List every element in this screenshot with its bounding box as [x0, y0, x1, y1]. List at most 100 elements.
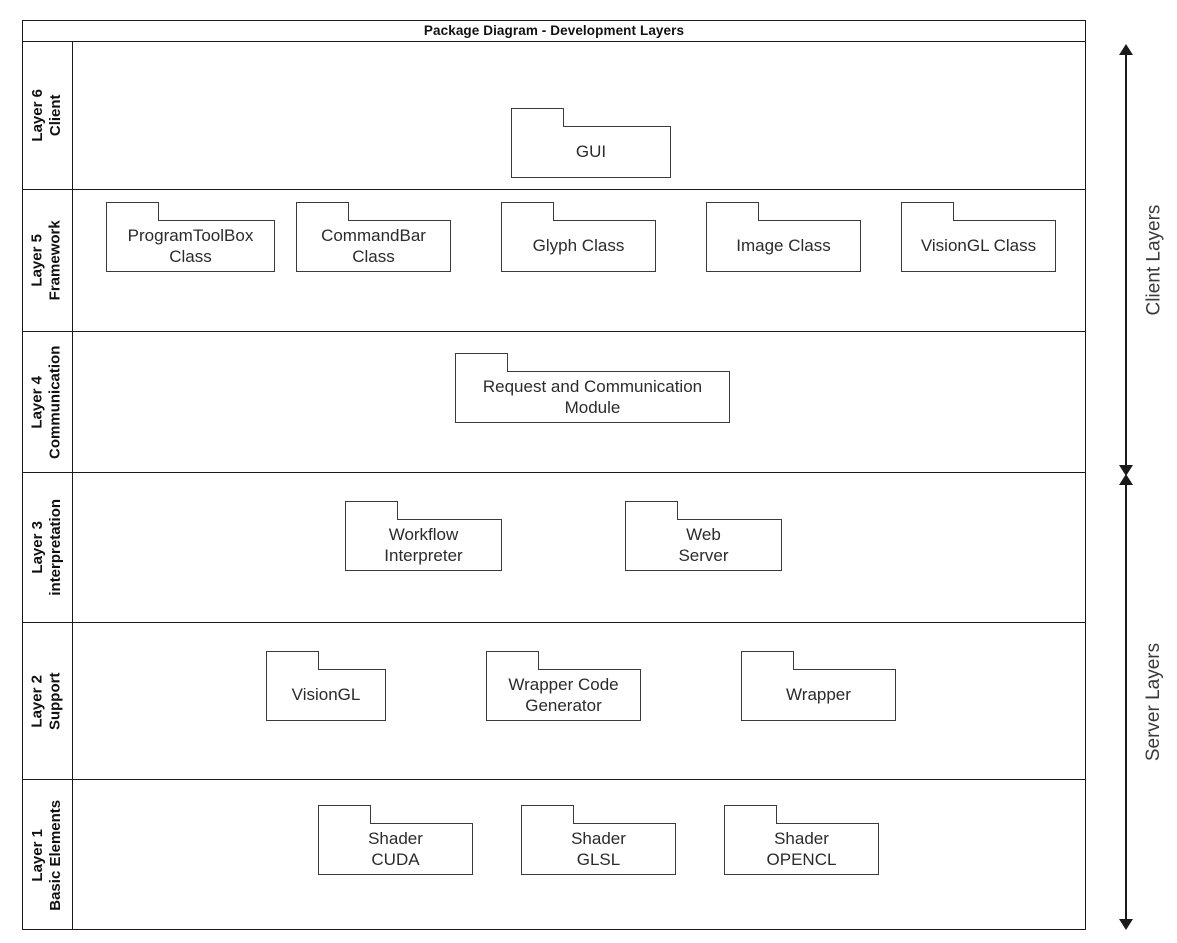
- package-label: VisionGL: [291, 685, 361, 705]
- package-body: VisionGL: [266, 669, 386, 721]
- page-title: Package Diagram - Development Layers: [423, 23, 685, 38]
- arrow-head-up-icon: [1119, 44, 1133, 55]
- layer-content-layer-2: VisionGL Wrapper Code Generator Wrapper: [73, 623, 1086, 779]
- package-box[interactable]: Wrapper Code Generator: [486, 651, 641, 721]
- package-tab-icon: [318, 805, 371, 824]
- package-label: Shader GLSL: [571, 828, 626, 869]
- package-label: Glyph Class: [532, 236, 625, 256]
- diagram-title-bar: Package Diagram - Development Layers: [22, 20, 1086, 42]
- package-body: Glyph Class: [501, 220, 656, 272]
- package-tab-icon: [106, 202, 159, 221]
- package-tab-icon: [521, 805, 574, 824]
- package-label: Request and Communication Module: [482, 376, 703, 417]
- layer-name: Communication: [47, 345, 64, 459]
- arrow-head-down-icon: [1119, 465, 1133, 476]
- package-box[interactable]: Web Server: [625, 501, 782, 571]
- arrow-head-down-icon: [1119, 919, 1133, 930]
- layer-content-layer-1: Shader CUDA Shader GLSL Shader OPENCL: [73, 780, 1086, 930]
- package-body: Shader OPENCL: [724, 823, 879, 875]
- package-tab-icon: [724, 805, 777, 824]
- package-label: ProgramToolBox Class: [127, 225, 254, 266]
- package-box[interactable]: GUI: [511, 108, 671, 178]
- package-box[interactable]: Glyph Class: [501, 202, 656, 272]
- package-tab-icon: [455, 353, 508, 372]
- package-box[interactable]: VisionGL Class: [901, 202, 1056, 272]
- package-tab-icon: [486, 651, 539, 670]
- layer-number: Layer 3: [28, 521, 46, 574]
- package-label: GUI: [575, 142, 607, 162]
- package-box[interactable]: CommandBar Class: [296, 202, 451, 272]
- layer-name: Support: [47, 672, 64, 730]
- package-label: Image Class: [736, 236, 831, 256]
- package-box[interactable]: Shader OPENCL: [724, 805, 879, 875]
- package-body: Wrapper: [741, 669, 896, 721]
- package-label: Workflow Interpreter: [384, 524, 463, 565]
- package-body: Shader GLSL: [521, 823, 676, 875]
- side-group-label-server-layers: Server Layers: [1134, 474, 1174, 930]
- package-body: ProgramToolBox Class: [106, 220, 275, 272]
- layer-name: Framework: [47, 220, 65, 301]
- layer-name: Client: [47, 94, 65, 137]
- package-box[interactable]: VisionGL: [266, 651, 386, 721]
- layer-number: Layer 6: [28, 89, 46, 142]
- package-box[interactable]: ProgramToolBox Class: [106, 202, 275, 272]
- package-tab-icon: [511, 108, 564, 127]
- package-tab-icon: [625, 501, 678, 520]
- package-box[interactable]: Shader CUDA: [318, 805, 473, 875]
- layer-content-layer-4: Request and Communication Module: [73, 332, 1086, 472]
- layer-number: Layer 4: [28, 375, 46, 429]
- package-box[interactable]: Image Class: [706, 202, 861, 272]
- double-arrow-icon-server-layers: [1118, 474, 1134, 930]
- package-label: Shader CUDA: [368, 828, 423, 869]
- package-label: Wrapper: [786, 685, 851, 705]
- package-label: VisionGL Class: [920, 236, 1037, 256]
- package-body: Image Class: [706, 220, 861, 272]
- package-label: CommandBar Class: [321, 225, 426, 266]
- package-body: GUI: [511, 126, 671, 178]
- package-label: Wrapper Code Generator: [508, 674, 619, 715]
- package-tab-icon: [901, 202, 954, 221]
- package-body: Shader CUDA: [318, 823, 473, 875]
- package-box[interactable]: Shader GLSL: [521, 805, 676, 875]
- side-group-text: Server Layers: [1143, 642, 1164, 762]
- layer-content-layer-6: GUI: [73, 42, 1086, 189]
- package-tab-icon: [706, 202, 759, 221]
- package-tab-icon: [266, 651, 319, 670]
- arrow-shaft: [1125, 483, 1128, 921]
- layer-content-layer-3: Workflow Interpreter Web Server: [73, 473, 1086, 622]
- layer-number: Layer 5: [28, 234, 46, 287]
- package-body: Wrapper Code Generator: [486, 669, 641, 721]
- layer-name: Basic Elements: [47, 799, 65, 911]
- layer-number: Layer 1: [28, 828, 46, 882]
- package-label: Web Server: [678, 524, 729, 565]
- arrow-head-up-icon: [1119, 474, 1133, 485]
- package-tab-icon: [501, 202, 554, 221]
- package-tab-icon: [296, 202, 349, 221]
- package-box[interactable]: Workflow Interpreter: [345, 501, 502, 571]
- arrow-shaft: [1125, 53, 1128, 467]
- package-body: Web Server: [625, 519, 782, 571]
- package-box[interactable]: Wrapper: [741, 651, 896, 721]
- package-tab-icon: [345, 501, 398, 520]
- layer-number: Layer 2: [28, 674, 46, 728]
- package-tab-icon: [741, 651, 794, 670]
- package-box[interactable]: Request and Communication Module: [455, 353, 730, 423]
- package-label: Shader OPENCL: [766, 828, 837, 869]
- diagram-frame: [22, 20, 1086, 930]
- double-arrow-icon-client-layers: [1118, 44, 1134, 476]
- package-body: VisionGL Class: [901, 220, 1056, 272]
- package-body: Request and Communication Module: [455, 371, 730, 423]
